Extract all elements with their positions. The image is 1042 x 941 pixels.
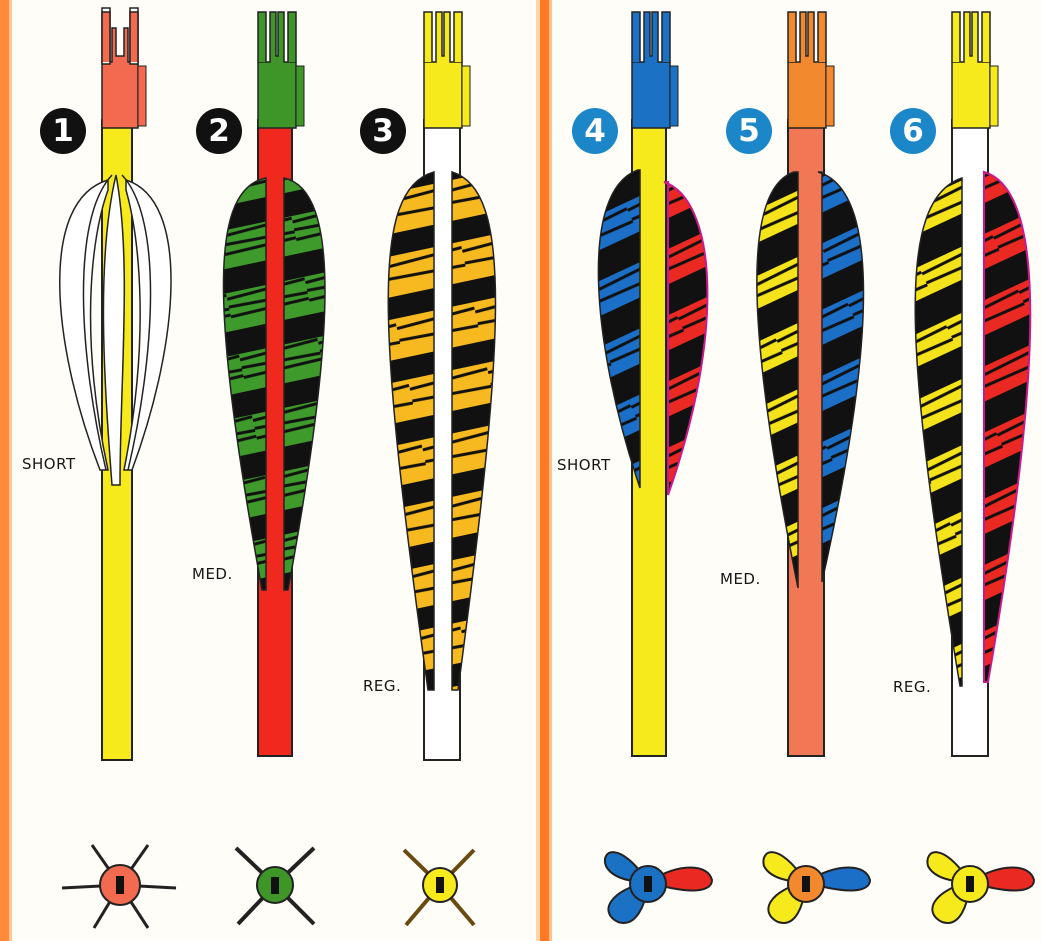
end-view-2 — [236, 848, 314, 924]
feather-2-left — [223, 178, 266, 590]
feather-5-left — [757, 172, 798, 588]
feather-4-left — [598, 170, 640, 488]
label-short-4: SHORT — [557, 456, 611, 474]
end-view-5 — [763, 852, 870, 923]
badge-6: 6 — [890, 108, 936, 154]
feather-5-right — [818, 172, 864, 582]
label-reg-6: REG. — [893, 678, 931, 696]
feather-3-left — [388, 172, 434, 690]
feather-6-left — [915, 178, 962, 686]
end-view-3 — [404, 850, 474, 925]
badge-4: 4 — [572, 108, 618, 154]
end-view-1 — [62, 845, 176, 928]
label-med-5: MED. — [720, 570, 761, 588]
arrow-5 — [757, 12, 864, 756]
feather-2-right — [284, 178, 325, 590]
end-view-6 — [927, 852, 1034, 923]
feather-4-right — [664, 182, 707, 495]
label-reg-3: REG. — [363, 677, 401, 695]
feather-3-right — [452, 172, 496, 690]
panel-divider — [540, 0, 549, 941]
badge-3: 3 — [360, 108, 406, 154]
label-short-1: SHORT — [22, 455, 76, 473]
badge-2: 2 — [196, 108, 242, 154]
badge-1: 1 — [40, 108, 86, 154]
feather-6-right — [984, 172, 1030, 682]
left-panel-stripe-inner — [9, 0, 12, 941]
end-view-4 — [605, 852, 712, 923]
badge-5: 5 — [726, 108, 772, 154]
label-med-2: MED. — [192, 565, 233, 583]
left-panel-stripe — [0, 0, 9, 941]
